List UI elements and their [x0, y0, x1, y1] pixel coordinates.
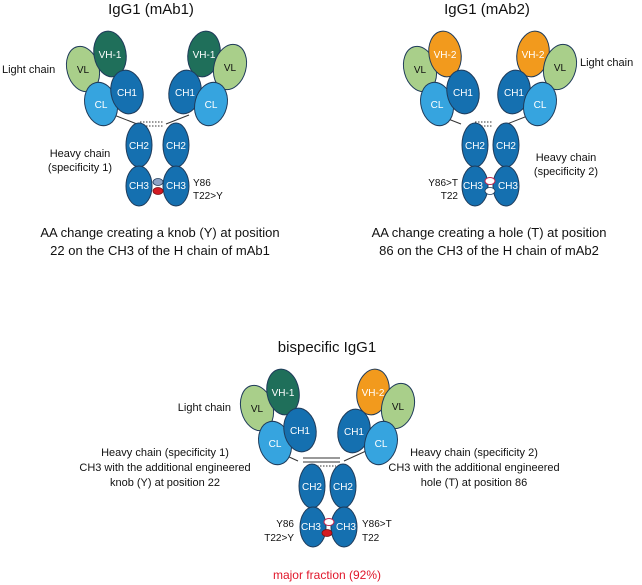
mab1-ch1-left-label: CH1	[117, 88, 137, 99]
bispecific-left-desc-line3: knob (Y) at position 22	[110, 477, 220, 489]
mab2-vh2-left	[428, 30, 462, 78]
bispecific-ch1-right-label: CH1	[344, 427, 364, 438]
bispecific-light-chain-label: Light chain	[178, 402, 231, 414]
mab1-mutation-y86: Y86	[193, 178, 211, 189]
bispecific-right-desc-line3: hole (T) at position 86	[421, 477, 527, 489]
mab2-cl-right-label: CL	[534, 100, 547, 111]
bispecific-vh1-label: VH-1	[272, 388, 295, 399]
bispecific-ch2-right-label: CH2	[333, 482, 353, 493]
mab2-heavy-chain-label: Heavy chain	[536, 152, 597, 164]
mab1-ch1-left	[110, 69, 144, 115]
mab1-caption-line2: 22 on the CH3 of the H chain of mAb1	[50, 243, 270, 258]
mab1-ch3-left	[125, 165, 153, 207]
mab1-cl-right-label: CL	[205, 100, 218, 111]
mab1-title: IgG1 (mAb1)	[108, 1, 194, 18]
mab1-ch3-right-label: CH3	[166, 181, 186, 192]
mab2-cl-left-label: CL	[431, 100, 444, 111]
mab1-heavy-chain-spec: (specificity 1)	[48, 162, 112, 174]
bispecific-vl-left-label: VL	[251, 404, 264, 415]
mab2-light-chain-label: Light chain	[580, 57, 633, 69]
bispecific-footer: major fraction (92%)	[273, 568, 381, 582]
bispecific-ch3-right-label: CH3	[336, 522, 356, 533]
bispecific-cl-left-label: CL	[269, 439, 282, 450]
mab1-vl-right-label: VL	[224, 63, 237, 74]
mab1-knob-lower	[152, 187, 164, 195]
mab2-ch2-right-label: CH2	[496, 141, 516, 152]
mab2-ch1-left-label: CH1	[453, 88, 473, 99]
mab1-vl-left-label: VL	[77, 65, 90, 76]
panel-mab2: IgG1 (mAb2) VL VH-2 CL CH1 VH-2 VL CH1 C…	[372, 1, 634, 258]
mab2-cl-right	[523, 81, 557, 127]
mab1-knob-upper	[152, 178, 164, 186]
mab2-ch1-right-label: CH1	[504, 88, 524, 99]
mab1-vh1-right-label: VH-1	[193, 50, 216, 61]
bispecific-title: bispecific IgG1	[278, 339, 376, 356]
bispecific-ch3-left	[299, 506, 327, 548]
bispecific-right-desc-line1: Heavy chain (specificity 2)	[410, 447, 538, 459]
mab1-bonds	[113, 114, 190, 127]
mab2-vl-right-label: VL	[554, 63, 567, 74]
mab2-ch3-left-label: CH3	[463, 181, 483, 192]
bispecific-ch2-left-label: CH2	[302, 482, 322, 493]
bispecific-right-desc-line2: CH3 with the additional engineered	[388, 462, 559, 474]
mab1-light-heavy-bond-right	[165, 114, 190, 125]
mab2-mutation-y86: Y86>T	[428, 178, 458, 189]
bispecific-right-mut-y86: Y86>T	[362, 519, 392, 530]
mab1-heavy-chain-label: Heavy chain	[50, 148, 111, 160]
mab2-ch3-left	[461, 165, 489, 207]
mab2-hole-upper	[484, 177, 496, 185]
mab1-caption-line1: AA change creating a knob (Y) at positio…	[40, 225, 279, 240]
mab2-ch3-right	[492, 165, 520, 207]
mab2-heavy-chain-spec: (specificity 2)	[534, 166, 598, 178]
mab1-ch1-right-label: CH1	[175, 88, 195, 99]
bispecific-vl-right-label: VL	[392, 402, 405, 413]
bispecific-vh2-label: VH-2	[362, 388, 385, 399]
mab1-light-heavy-bond-left	[113, 114, 138, 125]
bispecific-cl-right	[364, 420, 398, 466]
bispecific-right-mut-t22: T22	[362, 533, 380, 544]
mab1-ch2-left-label: CH2	[129, 141, 149, 152]
mab1-vh1-left-label: VH-1	[99, 50, 122, 61]
mab1-mutation-t22: T22>Y	[193, 191, 223, 202]
mab2-vh2-left-label: VH-2	[434, 50, 457, 61]
mab1-cl-right	[194, 81, 228, 127]
bispecific-ch1-left	[283, 407, 317, 453]
mab2-vh2-right-label: VH-2	[522, 50, 545, 61]
mab2-ch3-right-label: CH3	[498, 181, 518, 192]
mab2-hole-lower	[484, 187, 496, 195]
mab2-ch1-left	[446, 69, 480, 115]
mab1-ch3-right	[162, 165, 190, 207]
mab1-ch2-right-label: CH2	[166, 141, 186, 152]
bispecific-light-heavy-bond-right	[343, 450, 367, 462]
bispecific-ch3-left-label: CH3	[301, 522, 321, 533]
bispecific-hole-upper	[323, 518, 335, 526]
panel-mab1: IgG1 (mAb1) VL VH-1 CL CH1 VH-1 VL CH1 C…	[2, 1, 280, 258]
mab2-mutation-t22: T22	[441, 191, 459, 202]
mab2-caption-line1: AA change creating a hole (T) at positio…	[372, 225, 607, 240]
bispecific-ch1-left-label: CH1	[290, 426, 310, 437]
mab2-ch2-left-label: CH2	[465, 141, 485, 152]
mab2-vl-left-label: VL	[414, 65, 427, 76]
mab1-ch3-left-label: CH3	[129, 181, 149, 192]
bispecific-left-mut-t22: T22>Y	[264, 533, 294, 544]
mab1-light-chain-label: Light chain	[2, 64, 55, 76]
panel-bispecific: bispecific IgG1 VL VH-1 CL CH1 VH-2 VL C…	[79, 339, 559, 582]
bispecific-left-desc-line1: Heavy chain (specificity 1)	[101, 447, 229, 459]
mab2-title: IgG1 (mAb2)	[444, 1, 530, 18]
bispecific-ch3-right	[330, 506, 358, 548]
bispecific-left-mut-y86: Y86	[276, 519, 294, 530]
bispecific-cl-right-label: CL	[375, 439, 388, 450]
bispecific-knob-lower	[321, 529, 333, 537]
mab1-cl-left-label: CL	[95, 100, 108, 111]
mab2-caption-line2: 86 on the CH3 of the H chain of mAb2	[379, 243, 599, 258]
bispecific-left-desc-line2: CH3 with the additional engineered	[79, 462, 250, 474]
